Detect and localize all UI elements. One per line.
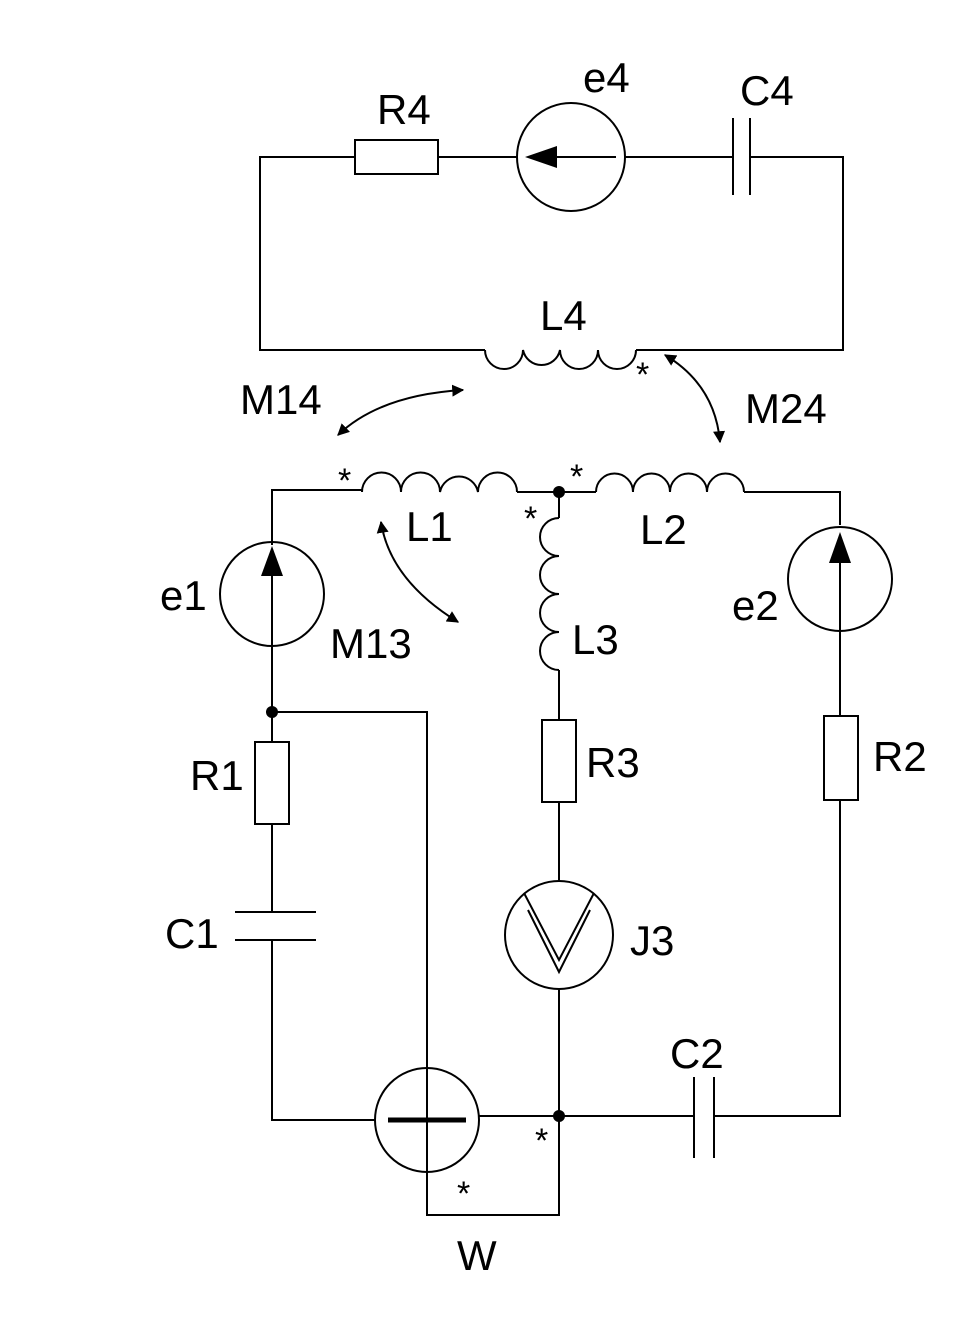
mutual-coupling-m24-arrow [663,354,726,444]
l4-label: L4 [540,292,587,339]
mutual-coupling-m14-arrow [337,384,465,436]
r1-label: R1 [190,752,244,799]
wattmeter-w [374,1067,480,1173]
c4-label: C4 [740,67,794,114]
resistor-r3 [541,719,577,803]
top-loop-wires [259,156,844,351]
l1-label: L1 [406,503,453,550]
e4-label: e4 [583,54,630,101]
l3-label: L3 [572,616,619,663]
resistor-r2 [823,715,859,801]
junction-nodes [266,486,565,1122]
inductor-l1 [361,471,518,493]
l3-polarity-mark: * [524,500,537,538]
inductor-l2 [595,472,745,493]
j3-label: J3 [630,917,674,964]
resistor-r1 [254,741,290,825]
l2-label: L2 [640,506,687,553]
main-circuit-wires [271,489,841,1216]
capacitor-c2 [693,1077,715,1158]
wattmeter-voltage-polarity-mark: * [457,1175,470,1213]
mutual-coupling-m13-arrow [376,520,460,623]
e1-label: e1 [160,572,207,619]
resistor-r4 [354,139,439,175]
current-source-j3 [504,880,614,990]
capacitor-c1 [235,911,316,941]
voltage-source-e1 [219,541,325,647]
m14-label: M14 [240,376,322,423]
m24-label: M24 [745,385,827,432]
capacitor-c4 [732,118,751,195]
w-label: W [457,1232,497,1279]
r2-label: R2 [873,733,927,780]
wattmeter-current-polarity-mark: * [535,1122,548,1160]
l1-polarity-mark: * [338,462,351,500]
inductor-l4 [484,349,637,370]
voltage-source-e4 [516,102,626,212]
c1-label: C1 [165,910,219,957]
inductor-l3 [539,517,560,671]
e2-label: e2 [732,582,779,629]
m13-label: M13 [330,620,412,667]
r4-label: R4 [377,86,431,133]
r3-label: R3 [586,739,640,786]
l2-polarity-mark: * [570,458,583,496]
c2-label: C2 [670,1030,724,1077]
l4-polarity-mark: * [636,356,649,394]
voltage-source-e2 [787,526,893,668]
